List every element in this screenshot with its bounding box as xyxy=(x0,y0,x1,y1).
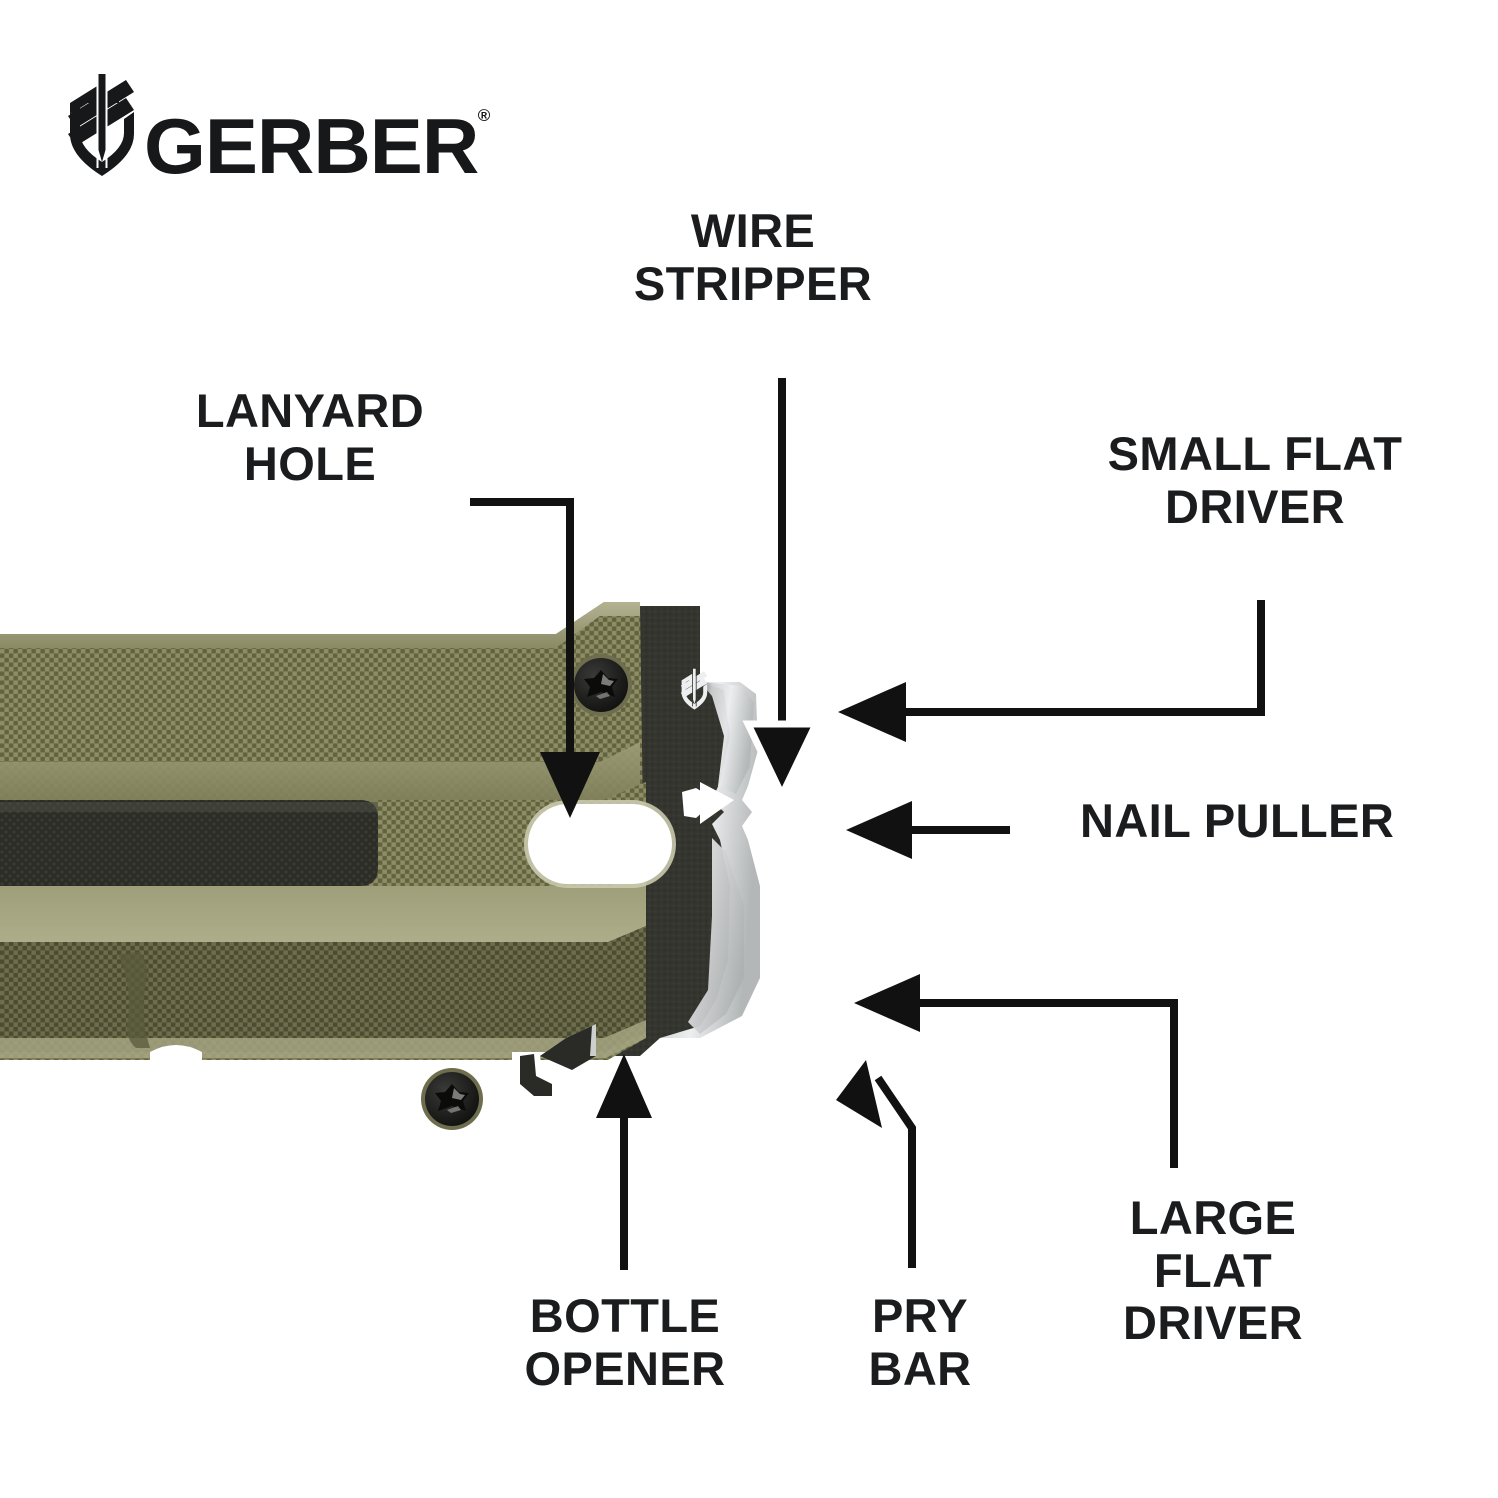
callout-label-nail-puller: NAIL PULLER xyxy=(1080,794,1395,847)
blade-gerber-shield-sword-icon xyxy=(680,668,708,710)
callout-label-small-flat-driver: SMALL FLAT DRIVER xyxy=(1107,427,1403,533)
handle-mould-mark xyxy=(118,952,150,1048)
handle-lower-bevel xyxy=(0,872,646,942)
handle-upper-bevel xyxy=(0,742,640,812)
gerber-wordmark: GERBER xyxy=(144,101,479,190)
torx-screw-bottom xyxy=(421,1068,483,1130)
product-illustration xyxy=(0,602,760,1130)
g10-handle xyxy=(0,602,676,1130)
large-flat-driver-tip xyxy=(688,838,744,1034)
handle-bottom-notch xyxy=(150,1045,202,1066)
lanyard-hole xyxy=(524,800,676,888)
gerber-shield-sword-icon xyxy=(68,72,134,176)
torx-screw-top xyxy=(570,654,632,716)
handle-grip-channel xyxy=(0,800,378,886)
nail-puller-notch xyxy=(682,788,707,818)
callout-label-bottle-opener: BOTTLE OPENER xyxy=(524,1289,726,1395)
wire-stripper-notch xyxy=(700,782,734,824)
gerber-logo: GERBER ® xyxy=(66,72,491,190)
bottle-opener xyxy=(512,1024,596,1104)
registered-mark: ® xyxy=(477,106,491,125)
callout-label-lanyard-hole: LANYARD HOLE xyxy=(195,384,425,490)
small-flat-driver-tip xyxy=(700,682,754,794)
callout-label-large-flat-driver: LARGE FLAT DRIVER xyxy=(1123,1191,1303,1350)
handle-top-chamfer xyxy=(0,602,640,648)
callout-label-pry-bar: PRY BAR xyxy=(868,1289,972,1395)
callout-label-wire-stripper: WIRE STRIPPER xyxy=(633,204,873,310)
